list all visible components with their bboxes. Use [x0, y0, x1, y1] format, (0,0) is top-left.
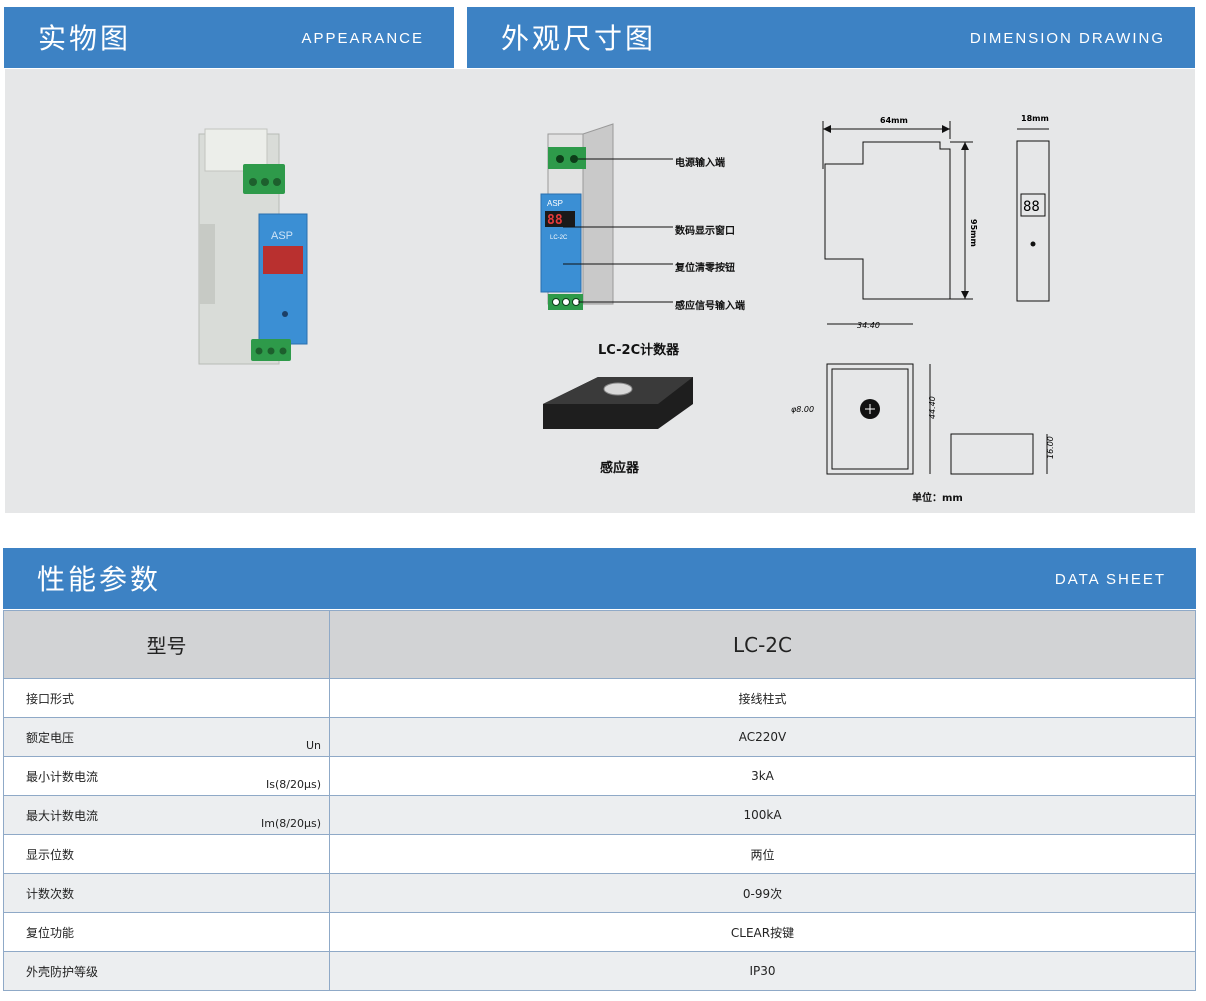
row-name: 额定电压 [26, 730, 75, 745]
sensor-caption: 感应器 [600, 461, 640, 476]
sensor-illustration [543, 377, 693, 429]
datasheet-header: 性能参数 DATA SHEET [3, 548, 1196, 609]
header-value: LC-2C [329, 610, 1196, 679]
dimension-header: 外观尺寸图 DIMENSION DRAWING [467, 7, 1195, 68]
datasheet-title: 性能参数 [37, 563, 162, 596]
row-value: 接线柱式 [329, 678, 1196, 718]
row-unit: Im(8/20μs) [261, 817, 321, 830]
table-row: 显示位数 两位 [3, 834, 1196, 874]
dim-depth-label: 18mm [1021, 114, 1049, 123]
callout-sensor-input: 感应信号输入端 [675, 301, 745, 312]
table-row: 计数次数 0-99次 [3, 873, 1196, 913]
dimension-drawings: 64mm 95mm 18mm 88 34.40 φ8.00 44.40 16.0… [791, 114, 1055, 475]
callout-reset-button: 复位清零按钮 [675, 263, 735, 274]
callout-power-input: 电源输入端 [675, 158, 725, 169]
row-name: 显示位数 [26, 847, 75, 862]
table-row: 额定电压 Un AC220V [3, 717, 1196, 757]
row-value: IP30 [329, 951, 1196, 991]
sensor-hole-label: φ8.00 [791, 405, 814, 414]
header-label: 型号 [3, 610, 330, 679]
unit-note: 单位：mm [912, 493, 963, 504]
dim-width-label: 64mm [880, 116, 908, 125]
datasheet-subtitle: DATA SHEET [1054, 571, 1166, 588]
row-name: 最大计数电流 [26, 808, 99, 823]
row-name: 计数次数 [26, 886, 75, 901]
row-name: 最小计数电流 [26, 769, 99, 784]
sensor-height-label: 44.40 [928, 396, 937, 419]
dim-display: 88 [1023, 199, 1040, 215]
row-value: 0-99次 [329, 873, 1196, 913]
row-name: 复位功能 [26, 925, 75, 940]
row-unit: Un [305, 739, 321, 752]
row-value: 3kA [329, 756, 1196, 796]
row-value: 两位 [329, 834, 1196, 874]
diagram-brand: ASP [547, 199, 563, 208]
datasheet-table: 型号 LC-2C 接口形式 接线柱式 额定电压 Un AC220V 最小计数电流 I… [3, 610, 1196, 991]
table-row: 最小计数电流 Is(8/20μs) 3kA [3, 756, 1196, 796]
sensor-width-label: 34.40 [857, 321, 880, 330]
appearance-header: 实物图 APPEARANCE [4, 7, 454, 68]
device-caption: LC-2C计数器 [598, 343, 680, 358]
row-unit: Is(8/20μs) [266, 778, 321, 791]
product-photo: ASP [198, 128, 308, 365]
row-value: CLEAR按键 [329, 912, 1196, 952]
row-value: AC220V [329, 717, 1196, 757]
sensor-depth-label: 16.00 [1046, 436, 1055, 459]
row-name: 外壳防护等级 [26, 964, 99, 979]
table-row: 复位功能 CLEAR按键 [3, 912, 1196, 952]
row-name: 接口形式 [26, 691, 75, 706]
appearance-subtitle: APPEARANCE [301, 30, 424, 47]
dimension-title: 外观尺寸图 [501, 22, 657, 55]
row-value: 100kA [329, 795, 1196, 835]
callout-display-window: 数码显示窗口 [675, 226, 735, 237]
image-panel: ASP ASP 88 LC-2C 电源输入端 数码显示窗口 复位清零按钮 感应信… [5, 69, 1195, 513]
table-row: 接口形式 接线柱式 [3, 678, 1196, 718]
diagram-display: 88 [547, 213, 563, 228]
table-header-row: 型号 LC-2C [3, 610, 1196, 679]
dimension-subtitle: DIMENSION DRAWING [969, 30, 1165, 47]
appearance-title: 实物图 [38, 22, 132, 55]
photo-brand-text: ASP [271, 230, 293, 242]
diagram-model-label: LC-2C [550, 235, 568, 241]
dim-height-label: 95mm [969, 219, 978, 247]
table-row: 最大计数电流 Im(8/20μs) 100kA [3, 795, 1196, 835]
device-diagram: ASP 88 LC-2C [540, 123, 673, 310]
table-row: 外壳防护等级 IP30 [3, 951, 1196, 991]
